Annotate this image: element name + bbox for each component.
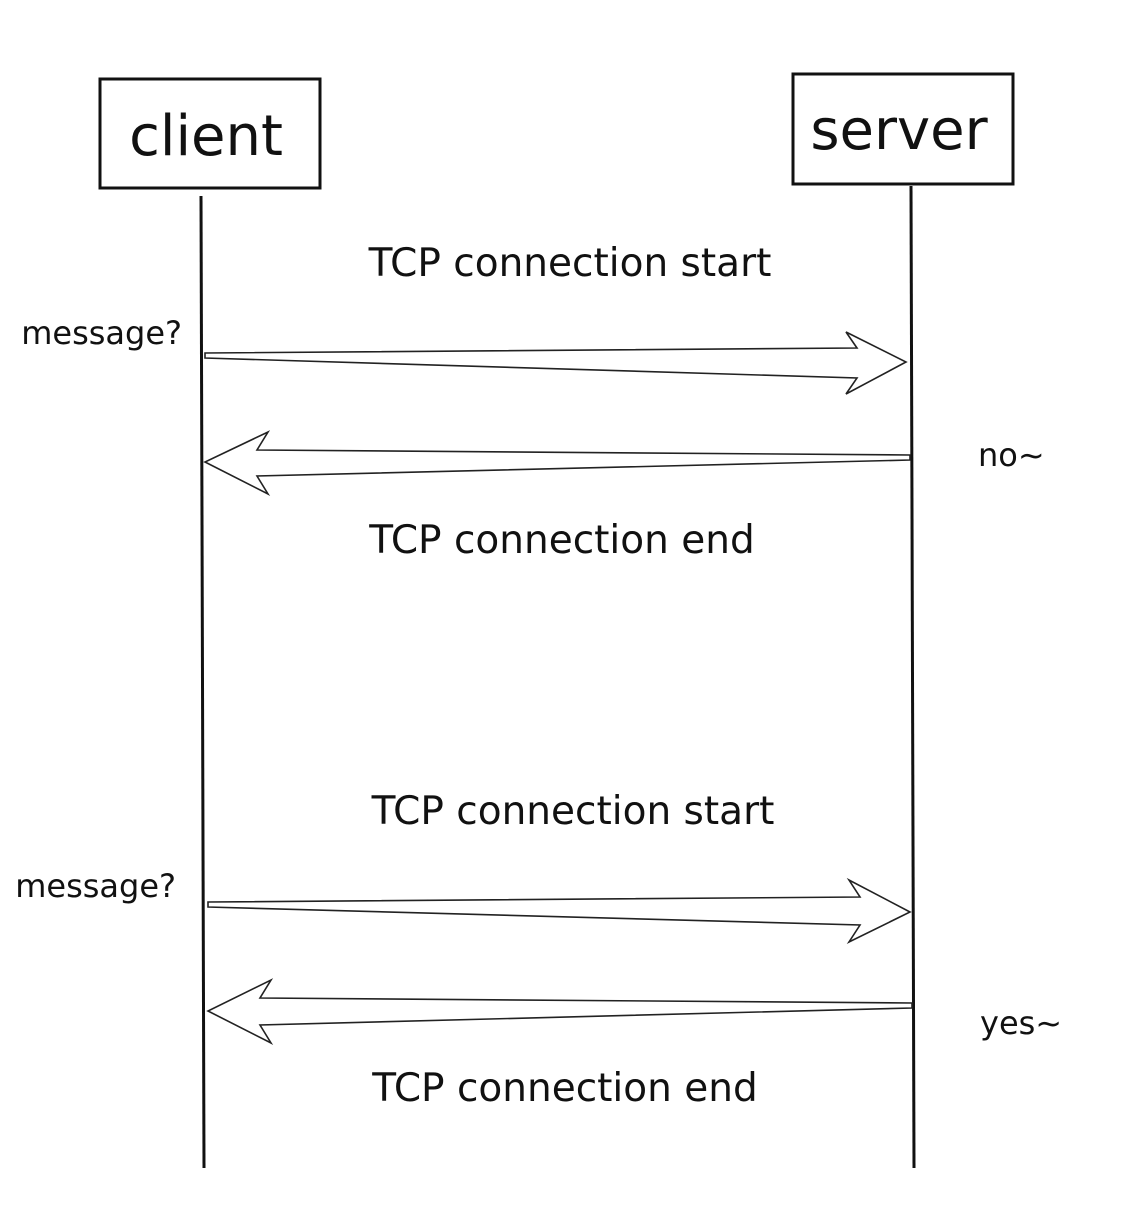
server-lifeline bbox=[909, 185, 916, 1169]
request-arrow bbox=[204, 331, 908, 395]
client-box bbox=[98, 77, 322, 190]
client-label: client bbox=[129, 104, 283, 169]
exchange-2: TCP connection start message? yes~ TCP c… bbox=[15, 789, 1062, 1111]
request-arrow bbox=[207, 877, 912, 944]
server-participant: server bbox=[791, 72, 1015, 186]
response-label: yes~ bbox=[980, 1004, 1062, 1042]
connection-start-label: TCP connection start bbox=[368, 241, 772, 286]
connection-end-label: TCP connection end bbox=[368, 518, 754, 563]
request-label: message? bbox=[15, 867, 176, 905]
exchange-1: TCP connection start message? no~ TCP co… bbox=[21, 241, 1044, 563]
server-box bbox=[791, 72, 1015, 186]
client-participant: client bbox=[98, 77, 322, 190]
client-lifeline bbox=[199, 195, 206, 1169]
connection-start-label: TCP connection start bbox=[371, 789, 775, 834]
response-arrow bbox=[206, 978, 913, 1045]
connection-end-label: TCP connection end bbox=[371, 1066, 757, 1111]
response-arrow bbox=[203, 430, 911, 496]
request-label: message? bbox=[21, 314, 182, 352]
server-label: server bbox=[810, 98, 988, 163]
response-label: no~ bbox=[978, 436, 1045, 474]
